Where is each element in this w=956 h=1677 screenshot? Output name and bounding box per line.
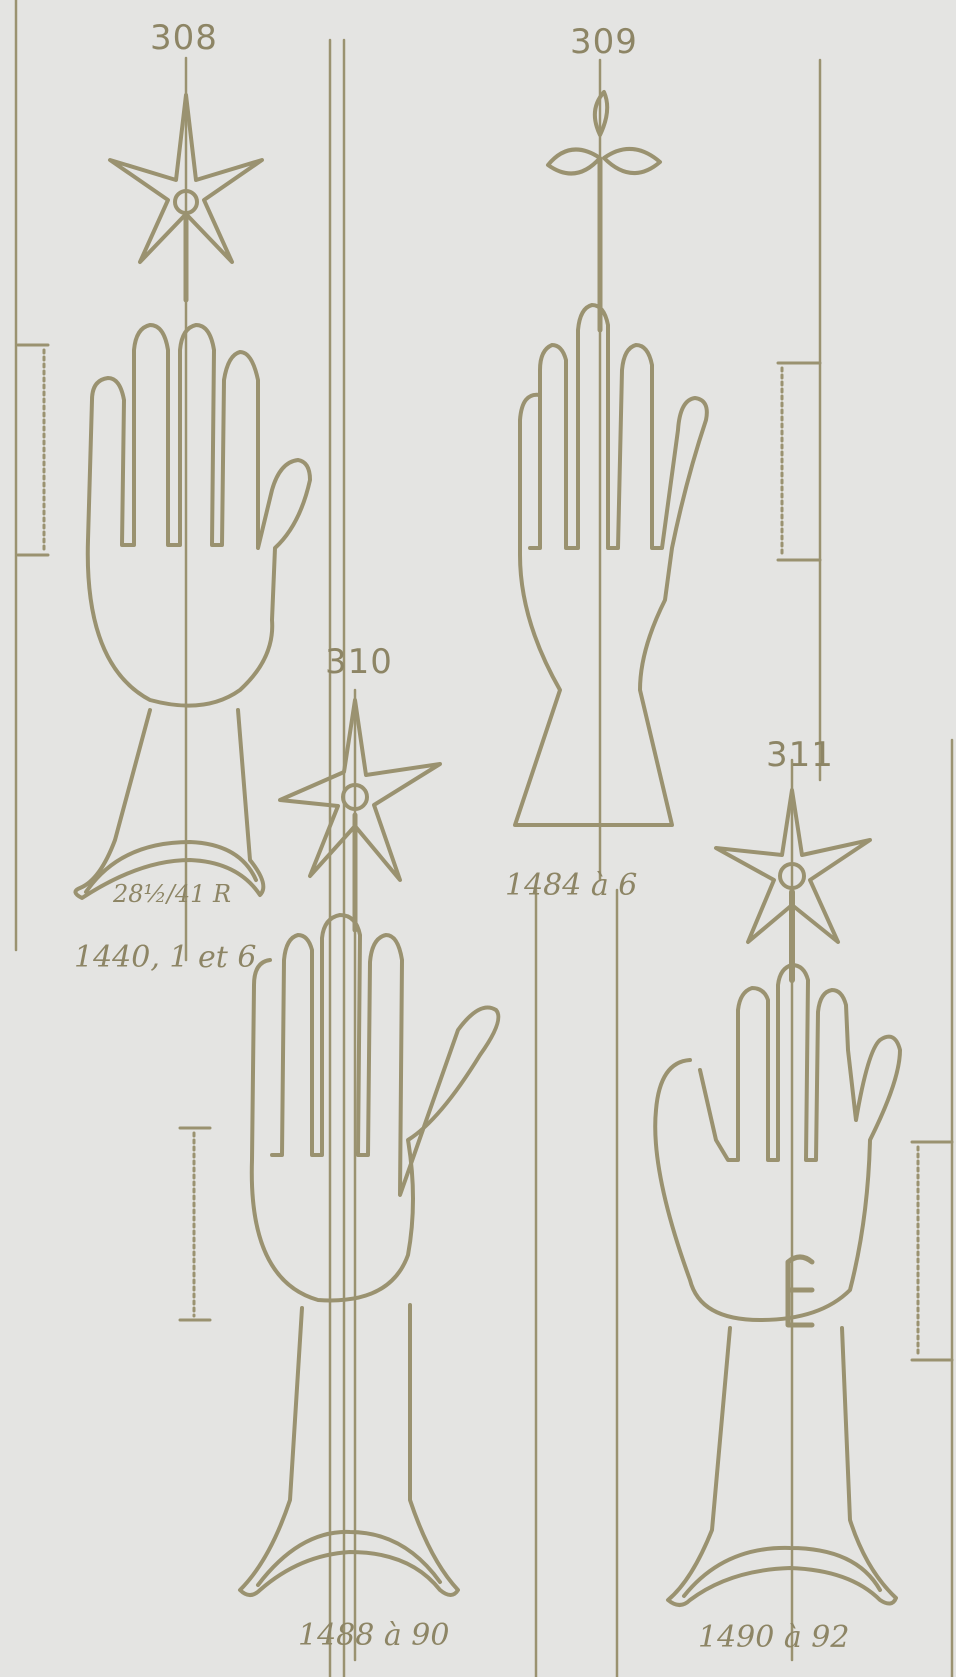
hand-outline <box>252 915 499 1300</box>
watermark-308-caption-lower: 1440, 1 et 6 <box>74 940 256 975</box>
hand-outline <box>655 965 900 1320</box>
watermark-number-311: 311 <box>766 735 834 775</box>
watermark-number-308: 308 <box>150 18 218 58</box>
watermark-311-caption-lower: 1490 à 92 <box>698 1620 849 1655</box>
hand-outline <box>88 325 310 706</box>
hand-outline <box>515 305 707 825</box>
watermark-308-drawing <box>75 58 310 960</box>
watermark-308-caption-upper: 28½/41 R <box>113 880 231 908</box>
cuff-outline <box>668 1328 896 1605</box>
watermark-310-drawing <box>240 690 498 1660</box>
star-icon <box>280 700 440 880</box>
watermark-310-caption-lower: 1488 à 90 <box>298 1618 449 1653</box>
watermark-309-drawing <box>515 60 707 880</box>
watermark-number-309: 309 <box>570 22 638 62</box>
watermark-number-310: 310 <box>325 642 393 682</box>
watermark-311-drawing <box>655 760 900 1660</box>
watermark-309-caption-lower: 1484 à 6 <box>505 868 637 903</box>
trefoil-icon <box>548 92 660 174</box>
cuff-outline <box>240 1305 458 1595</box>
chain-lines <box>16 0 952 1677</box>
